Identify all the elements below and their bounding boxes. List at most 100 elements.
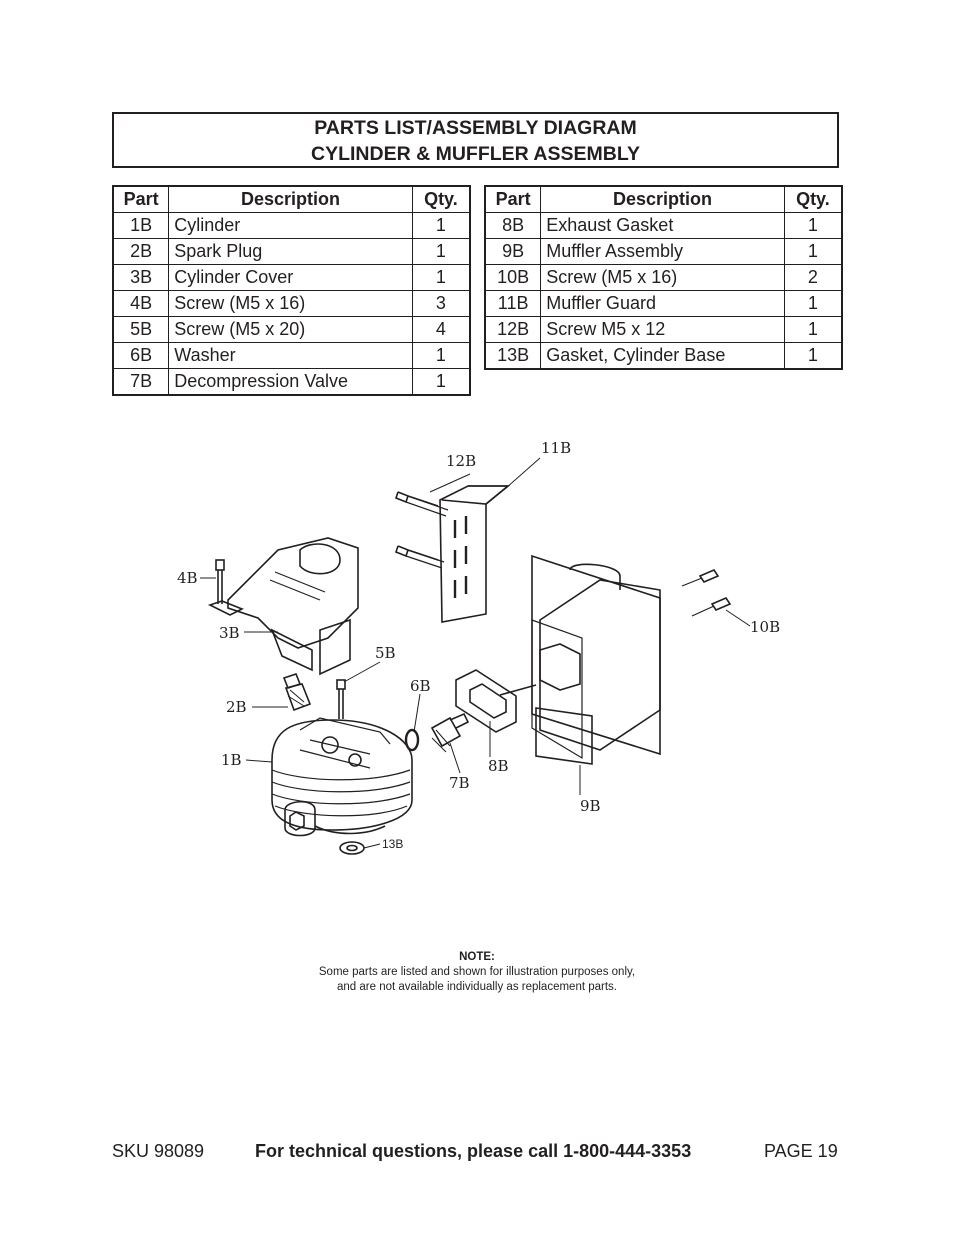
leader-lines — [200, 457, 751, 849]
cell-description: Screw (M5 x 16) — [168, 290, 413, 317]
cell-description: Exhaust Gasket — [540, 212, 785, 239]
cell-qty: 1 — [783, 290, 843, 317]
cell-part: 8B — [484, 212, 542, 239]
cell-part: 10B — [484, 264, 542, 291]
screw-10b — [681, 569, 732, 617]
cell-description: Washer — [168, 342, 413, 369]
cell-part: 4B — [112, 290, 170, 317]
cell-qty: 1 — [411, 342, 471, 369]
cell-description: Screw M5 x 12 — [540, 316, 785, 343]
cell-qty: 4 — [411, 316, 471, 343]
cell-description: Cylinder — [168, 212, 413, 239]
cell-part: 3B — [112, 264, 170, 291]
cell-qty: 1 — [783, 238, 843, 265]
cell-description: Spark Plug — [168, 238, 413, 265]
label-6b: 6B — [410, 677, 431, 695]
col-header-qty: Qty. — [783, 185, 843, 213]
screw-4b — [207, 559, 244, 616]
cell-part: 11B — [484, 290, 542, 317]
cell-description: Screw (M5 x 16) — [540, 264, 785, 291]
label-10b: 10B — [750, 618, 780, 636]
label-3b: 3B — [219, 624, 240, 642]
decompression-valve-7b — [430, 712, 470, 753]
cell-part: 12B — [484, 316, 542, 343]
label-2b: 2B — [226, 698, 247, 716]
cell-qty: 1 — [411, 368, 471, 396]
note: NOTE: Some parts are listed and shown fo… — [0, 950, 954, 995]
label-12b: 12B — [446, 452, 476, 470]
label-11b: 11B — [541, 439, 571, 457]
label-8b: 8B — [488, 757, 509, 775]
label-4b: 4B — [177, 569, 198, 587]
cell-part: 1B — [112, 212, 170, 239]
page-subtitle: CYLINDER & MUFFLER ASSEMBLY — [311, 143, 640, 165]
footer-tech-support: For technical questions, please call 1-8… — [255, 1141, 692, 1161]
screw-5b — [336, 679, 346, 719]
muffler-guard-11b — [439, 485, 511, 623]
label-9b: 9B — [580, 797, 601, 815]
cylinder-base-gasket-13b — [339, 841, 365, 855]
label-1b: 1B — [221, 751, 242, 769]
assembly-diagram: 4B 3B 2B 1B 5B 6B 7B 8B 9B 10B 11B 12B 1… — [177, 439, 780, 855]
label-7b: 7B — [449, 774, 470, 792]
cell-part: 9B — [484, 238, 542, 265]
cell-qty: 2 — [783, 264, 843, 291]
col-header-part: Part — [112, 185, 170, 213]
cell-description: Muffler Guard — [540, 290, 785, 317]
cell-qty: 1 — [783, 212, 843, 239]
note-line1: Some parts are listed and shown for illu… — [318, 966, 636, 978]
cell-description: Muffler Assembly — [540, 238, 785, 265]
col-header-qty: Qty. — [411, 185, 471, 213]
cell-part: 2B — [112, 238, 170, 265]
cell-qty: 1 — [783, 342, 843, 370]
page-title: PARTS LIST/ASSEMBLY DIAGRAM — [314, 117, 637, 139]
spark-plug-2b — [282, 673, 312, 712]
cell-part: 5B — [112, 316, 170, 343]
col-header-description: Description — [540, 185, 785, 213]
screw-12b — [395, 491, 449, 569]
cell-description: Gasket, Cylinder Base — [540, 342, 785, 370]
cell-qty: 3 — [411, 290, 471, 317]
note-heading: NOTE: — [459, 951, 495, 963]
cell-description: Decompression Valve — [168, 368, 413, 396]
cylinder-cover-3b — [227, 537, 359, 676]
exhaust-gasket-8b — [455, 669, 517, 733]
cylinder-1b — [271, 717, 413, 837]
col-header-part: Part — [484, 185, 542, 213]
cell-qty: 1 — [783, 316, 843, 343]
cell-qty: 1 — [411, 264, 471, 291]
table-header-row: Part Description Qty. — [484, 185, 843, 213]
label-5b: 5B — [375, 644, 396, 662]
title-box: PARTS LIST/ASSEMBLY DIAGRAM CYLINDER & M… — [112, 112, 839, 168]
table-header-row: Part Description Qty. — [112, 185, 471, 213]
cell-description: Cylinder Cover — [168, 264, 413, 291]
cell-part: 13B — [484, 342, 542, 370]
label-13b: 13B — [382, 837, 403, 851]
muffler-assembly-9b — [499, 554, 661, 765]
cell-qty: 1 — [411, 212, 471, 239]
cell-part: 7B — [112, 368, 170, 396]
washer-6b — [404, 728, 420, 752]
footer-page-number: PAGE 19 — [764, 1141, 838, 1161]
note-line2: and are not available individually as re… — [337, 981, 617, 993]
cell-qty: 1 — [411, 238, 471, 265]
cell-description: Screw (M5 x 20) — [168, 316, 413, 343]
footer-sku: SKU 98089 — [112, 1141, 205, 1161]
col-header-description: Description — [168, 185, 413, 213]
cell-part: 6B — [112, 342, 170, 369]
